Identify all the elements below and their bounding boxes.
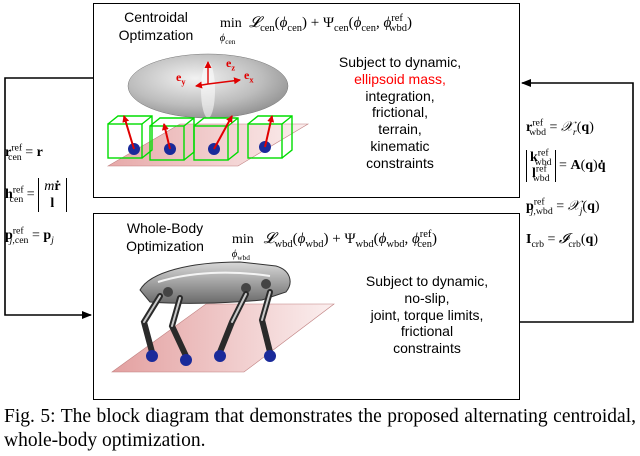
wholebody-constraints-list: Subject to dynamic, no-slip, joint, torq… [338,273,516,357]
robot-foot-4 [264,350,276,362]
eq-p-j-wbd-ref: prefj,wbd = 𝒳j(q) [526,196,600,217]
figure-caption: Fig. 5: The block diagram that demonstra… [4,406,636,451]
constraint-constraints: constraints [366,154,434,171]
constraint-ellipsoid-mass: ellipsoid mass, [354,70,446,87]
axis-ey-line [195,81,209,89]
force-arrow-3 [213,115,233,150]
axis-ex-label: ex [244,68,254,85]
constraint-kinematic: kinematic [370,137,430,154]
foot-box-4 [247,115,293,159]
eq-r-wbd-ref: rrefwbd = 𝒳r(q) [526,117,594,138]
wholebody-title-line1: Whole-Body [126,220,204,236]
centroidal-title-line2: Optimzation [118,27,194,43]
wbd-constraint-dynamic: Subject to dynamic, [365,273,489,289]
wbd-constraint-joint-torque: joint, torque limits, [370,306,484,323]
constraint-frictional: frictional, [371,104,429,121]
foot-box-1 [107,115,153,159]
wbd-constraint-frictional: frictional [400,323,454,340]
robot-body [139,261,291,304]
axis-ey-label: ey [176,70,186,87]
centroidal-ground-plane [106,123,310,167]
wholebody-title-line2: Optimization [126,238,204,254]
constraint-terrain: terrain, [378,121,422,138]
wbd-constraint-no-slip: no-slip, [404,289,450,306]
centroidal-objective: minϕcen 𝓛cen(ϕcen) + Ψcen(ϕcen, ϕrefwbd) [219,13,412,47]
wholebody-title: Whole-Body Optimization [110,219,220,255]
centroidal-constraints-list: Subject to dynamic, ellipsoid mass, inte… [318,54,482,172]
robot-foot-2 [180,354,192,366]
eq-r-cen-ref: rrefcen = r [5,142,43,163]
left-feedback-arrow [4,77,93,319]
force-arrow-2 [161,123,171,150]
eq-p-j-cen-ref: prefj,cen = pj [5,225,54,246]
wholebody-objective: minϕwbd 𝓛wbd(ϕwbd) + Ψwbd(ϕwbd, ϕrefcen) [231,229,437,263]
centroidal-title-line1: Centroidal [124,9,188,25]
constraint-dynamic: Subject to dynamic, [338,54,462,70]
axis-ez-label: ez [226,56,236,73]
eq-i-crb: Icrb = 𝓘crb(q) [526,232,598,250]
force-arrow-4 [264,115,275,148]
foot-box-3 [193,117,239,161]
wbd-constraint-constraints: constraints [393,340,461,357]
right-feedback-arrow [520,79,634,323]
force-arrow-1 [122,115,135,150]
robot-foot-3 [214,350,226,362]
axis-ex-line [207,77,241,85]
robot-foot-1 [146,350,158,362]
constraint-integration: integration, [365,87,435,104]
centroidal-title: Centroidal Optimzation [108,8,204,44]
